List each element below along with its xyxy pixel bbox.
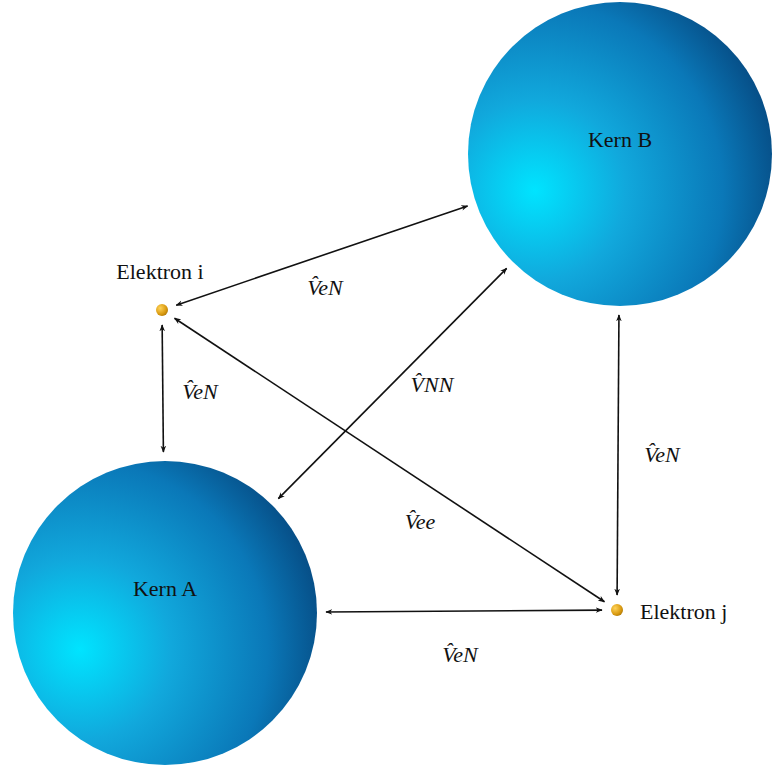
interaction-arrow — [176, 206, 467, 305]
interaction-arrow — [278, 268, 506, 498]
potential-label: V̂NN — [408, 372, 457, 398]
interaction-arrow — [617, 315, 619, 595]
interaction-arrow — [162, 325, 163, 452]
electron-dot: Elektron j — [611, 604, 623, 616]
potential-label: V̂eN — [641, 442, 682, 468]
interaction-arrow — [326, 610, 602, 612]
nucleus-label: Kern A — [133, 576, 197, 602]
potential-label: V̂ee — [402, 509, 439, 535]
electron-dot: Elektron i — [156, 304, 168, 316]
potential-label: V̂eN — [304, 275, 345, 301]
electron-label: Elektron j — [640, 599, 727, 625]
nucleus-circle: Kern A — [13, 461, 317, 765]
electron-label: Elektron i — [116, 259, 203, 285]
potential-label: V̂eN — [179, 379, 220, 405]
nucleus-label: Kern B — [588, 127, 652, 153]
nucleus-circle: Kern B — [468, 2, 772, 306]
potential-label: V̂eN — [439, 642, 480, 668]
